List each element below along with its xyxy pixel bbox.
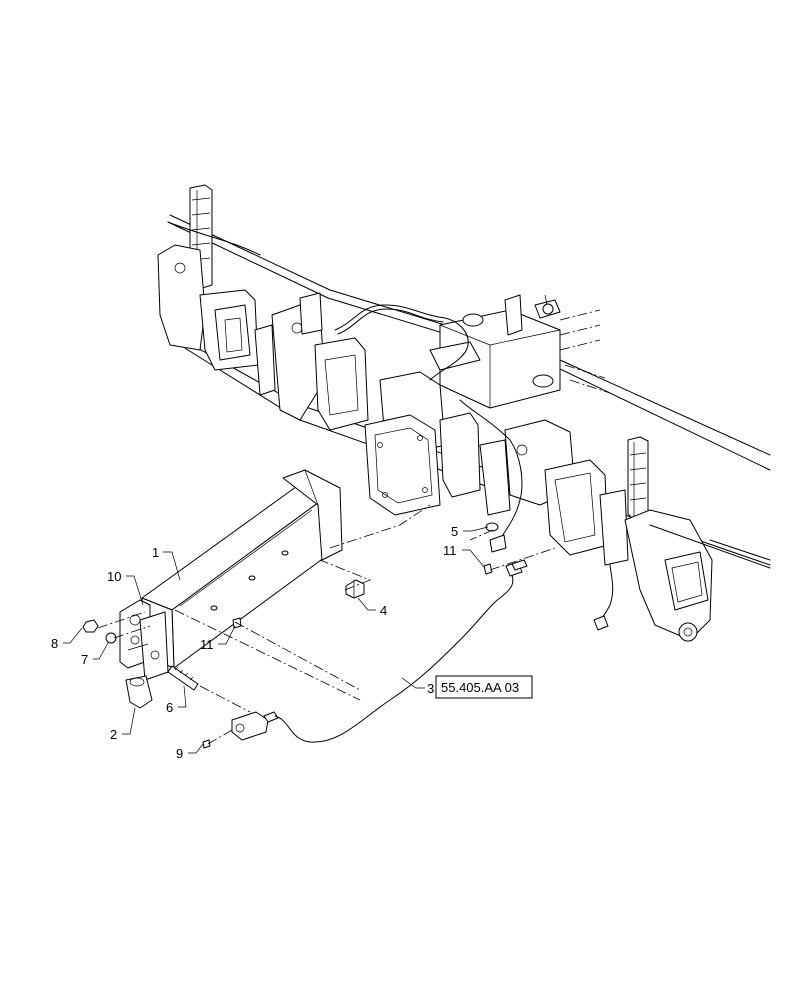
fitting-part-11a — [483, 563, 493, 575]
callout-4: 4 — [380, 603, 387, 618]
callout-8: 8 — [51, 636, 58, 651]
callout-7: 7 — [81, 652, 88, 667]
leader-lines — [63, 526, 489, 754]
callout-10: 10 — [107, 569, 121, 584]
tube-support-part-1 — [119, 469, 343, 681]
u-bolt-part-6 — [167, 665, 199, 691]
callout-9: 9 — [176, 746, 183, 761]
bolt-part-4 — [345, 579, 365, 599]
projection-lines — [97, 504, 556, 745]
pin-part-9 — [202, 739, 211, 749]
callout-11-right: 11 — [443, 543, 457, 558]
reference-box: 55.405.AA 03 — [435, 675, 533, 699]
toolbar-frame — [157, 184, 771, 642]
callout-2: 2 — [110, 727, 117, 742]
sensor-harness-part-3 — [231, 559, 528, 743]
callout-5: 5 — [451, 524, 458, 539]
callout-3: 3 — [427, 681, 434, 696]
callouts: 1 10 8 7 11 2 6 9 4 5 11 3 — [51, 524, 458, 761]
washer-part-7 — [105, 632, 117, 644]
reference-label: 55.405.AA 03 — [441, 680, 519, 695]
nut-part-8 — [82, 619, 99, 633]
callout-1: 1 — [152, 545, 159, 560]
clamp-plate-part-2 — [125, 675, 153, 709]
callout-11-left: 11 — [200, 637, 214, 652]
nut-part-5 — [485, 522, 499, 532]
callout-6: 6 — [166, 700, 173, 715]
